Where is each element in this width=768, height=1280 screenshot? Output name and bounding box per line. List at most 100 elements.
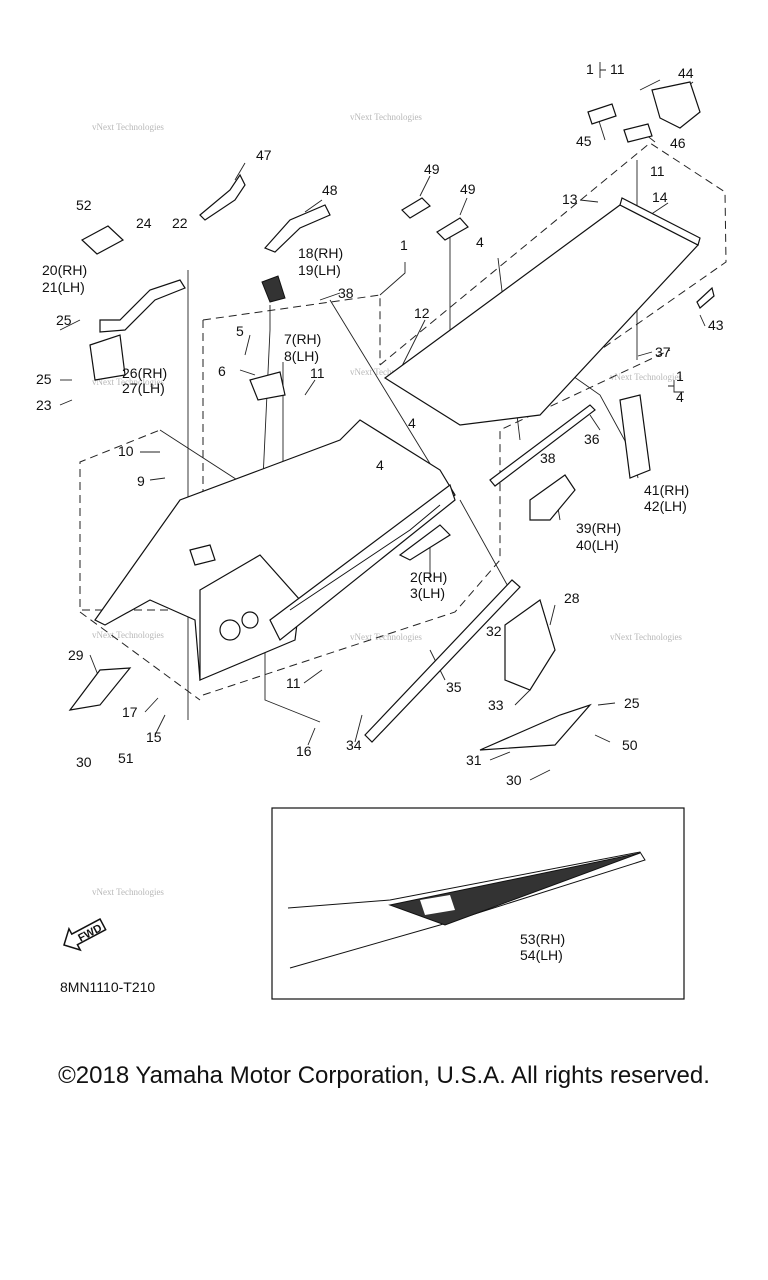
part-7-bracket <box>249 371 286 401</box>
callout-c35: 35 <box>446 679 462 695</box>
fwd-label: FWD <box>76 922 104 944</box>
part-44-bracket <box>651 81 701 129</box>
callout-c53: 53(RH) <box>520 931 565 947</box>
outline-front <box>79 294 381 611</box>
callout-c4a: 4 <box>476 234 484 250</box>
callout-c54: 54(LH) <box>520 947 563 963</box>
callout-c27: 27(LH) <box>122 380 165 396</box>
callout-c3: 3(LH) <box>410 585 445 601</box>
decal-inset <box>271 807 685 1000</box>
callout-c21: 21(LH) <box>42 279 85 295</box>
callout-c29: 29 <box>68 647 84 663</box>
part-2-bracket <box>398 524 451 561</box>
callout-c1b: 1 <box>400 237 408 253</box>
part-26-bracket <box>89 334 126 381</box>
part-35-bar <box>364 579 521 743</box>
callout-c11a: 11 <box>610 61 625 77</box>
bracket-glyph <box>599 62 606 78</box>
callout-c44: 44 <box>678 65 694 81</box>
callout-c33: 33 <box>488 697 504 713</box>
callout-c4b: 4 <box>676 389 684 405</box>
part-18-grip <box>261 275 286 303</box>
callout-c41: 41(RH) <box>644 482 689 498</box>
callout-c6: 6 <box>218 363 226 379</box>
callout-c7: 7(RH) <box>284 331 321 347</box>
part-36-rod <box>489 404 596 487</box>
callout-c8: 8(LH) <box>284 348 319 364</box>
callout-c12: 12 <box>414 305 430 321</box>
callout-c45: 45 <box>576 133 592 149</box>
watermark: vNext Technologies <box>350 112 422 122</box>
frame-hole <box>219 619 241 641</box>
callout-c31: 31 <box>466 752 482 768</box>
callout-c34: 34 <box>346 737 362 753</box>
callout-c28: 28 <box>564 590 580 606</box>
small-parts <box>68 81 715 751</box>
callout-c36: 36 <box>584 431 600 447</box>
part-47-mat <box>199 173 246 221</box>
callout-c49b: 49 <box>460 181 476 197</box>
watermark: vNext Technologies <box>610 632 682 642</box>
part-31-guard <box>479 703 592 751</box>
callout-c22: 22 <box>172 215 188 231</box>
callout-c24: 24 <box>136 215 152 231</box>
callout-c40: 40(LH) <box>576 537 619 553</box>
part-49-pad <box>436 217 469 241</box>
callout-c47: 47 <box>256 147 272 163</box>
bracket-glyph <box>668 380 684 393</box>
callout-c4c: 4 <box>408 415 416 431</box>
callout-c46: 46 <box>670 135 686 151</box>
part-45-pad <box>587 103 617 125</box>
callout-c17: 17 <box>122 704 138 720</box>
callout-c10: 10 <box>118 443 134 459</box>
part-20-handle <box>99 279 186 333</box>
part-41-chain <box>619 394 651 479</box>
callout-c51: 51 <box>118 750 134 766</box>
callout-c2: 2(RH) <box>410 569 447 585</box>
callout-c9: 9 <box>137 473 145 489</box>
callout-c26: 26(RH) <box>122 365 167 381</box>
outline-rear <box>202 349 671 696</box>
callout-c38b: 38 <box>540 450 556 466</box>
callout-c38a: 38 <box>338 285 354 301</box>
callout-c50: 50 <box>622 737 638 753</box>
assembly-outlines <box>79 142 727 701</box>
callout-c11b: 11 <box>650 163 665 179</box>
callout-c39: 39(RH) <box>576 520 621 536</box>
callout-c11d: 11 <box>286 675 301 691</box>
callout-c23: 23 <box>36 397 52 413</box>
part-39-bracket <box>529 474 576 521</box>
part-52-cap <box>80 225 125 255</box>
watermark: vNext Technologies <box>92 122 164 132</box>
callout-c25b: 25 <box>36 371 52 387</box>
callout-c5: 5 <box>236 323 244 339</box>
frame-hole <box>241 611 259 629</box>
callout-c25a: 25 <box>56 312 72 328</box>
side-rail <box>269 484 456 641</box>
copyright-notice: ©2018 Yamaha Motor Corporation, U.S.A. A… <box>58 1062 710 1089</box>
part-43-clip <box>696 286 715 309</box>
callout-c4d: 4 <box>376 457 384 473</box>
callout-c1c: 1 <box>676 368 684 384</box>
watermark: vNext Technologies <box>92 887 164 897</box>
watermark: vNext Technologies <box>92 630 164 640</box>
decal-outline <box>287 851 646 969</box>
callout-c43: 43 <box>708 317 724 333</box>
callout-c25c: 25 <box>624 695 640 711</box>
callout-c32: 32 <box>486 623 502 639</box>
part-48-mat <box>263 204 331 253</box>
watermark: vNext Technologies <box>610 372 682 382</box>
watermark: vNext Technologies <box>350 632 422 642</box>
part-49-pad <box>401 197 431 219</box>
callout-c48: 48 <box>322 182 338 198</box>
callout-c11c: 11 <box>310 365 325 381</box>
rail-truss <box>289 504 441 611</box>
part-29-guard <box>68 667 132 711</box>
outline-tunnel <box>379 142 727 421</box>
callout-c30a: 30 <box>76 754 92 770</box>
fwd-arrow: FWD <box>63 918 107 952</box>
chassis-assembly <box>94 197 701 682</box>
frame-main <box>94 419 456 682</box>
watermark: vNext Technologies <box>350 367 422 377</box>
